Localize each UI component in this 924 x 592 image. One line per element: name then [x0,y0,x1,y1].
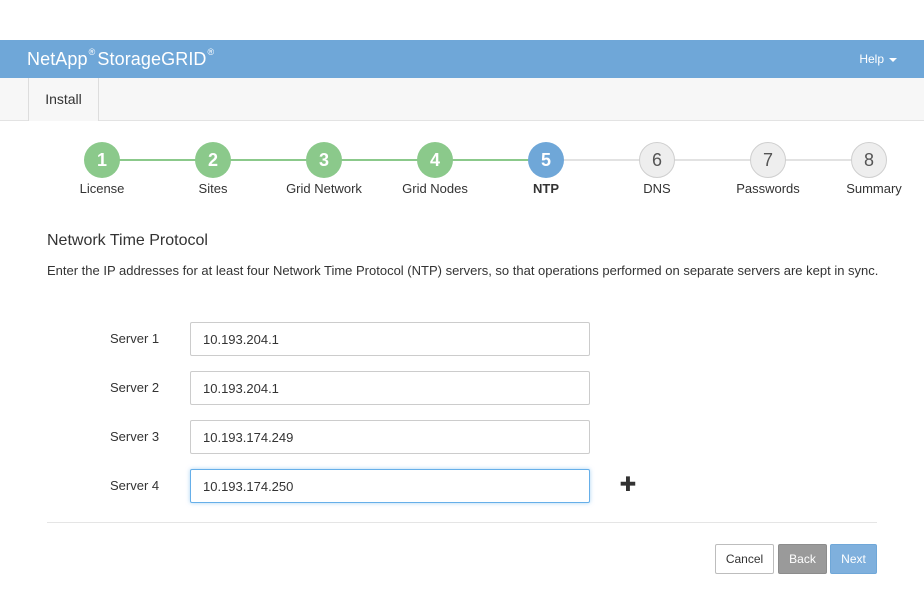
step-number: 6 [639,142,675,178]
section-description: Enter the IP addresses for at least four… [47,263,879,278]
step-number: 4 [417,142,453,178]
back-button[interactable]: Back [778,544,827,574]
next-button[interactable]: Next [830,544,877,574]
wizard-stepper: 1 License 2 Sites 3 Grid Network 4 Grid … [0,140,924,200]
server-1-input[interactable] [190,322,590,356]
server-row: Server 2 [0,371,924,405]
step-number: 1 [84,142,120,178]
step-number: 2 [195,142,231,178]
help-menu[interactable]: Help [859,52,897,66]
step-label: NTP [533,181,559,196]
brand-storagegrid: StorageGRID [97,49,207,69]
server-label: Server 1 [110,331,160,346]
tab-install[interactable]: Install [28,78,99,121]
step-number: 3 [306,142,342,178]
step-number: 7 [750,142,786,178]
cancel-button[interactable]: Cancel [715,544,774,574]
step-label: Sites [198,181,228,196]
server-2-input[interactable] [190,371,590,405]
server-row: Server 3 [0,420,924,454]
step-label: Grid Network [286,181,362,196]
section-title: Network Time Protocol [47,232,208,249]
step-label: DNS [643,181,671,196]
step-number: 8 [851,142,887,178]
server-label: Server 4 [110,478,160,493]
server-label: Server 2 [110,380,160,395]
step-license: 1 License [52,142,152,196]
brand-registered-mark: ® [88,47,96,57]
tab-bar: Install [0,78,924,121]
divider [47,522,877,523]
app-header: NetApp®StorageGRID® Help [0,40,924,78]
server-3-input[interactable] [190,420,590,454]
server-4-input[interactable] [190,469,590,503]
step-passwords: 7 Passwords [718,142,818,196]
step-dns: 6 DNS [607,142,707,196]
brand-registered-mark-2: ® [207,47,215,57]
step-label: Summary [846,181,902,196]
step-summary: 8 Summary [819,142,919,196]
step-grid-network: 3 Grid Network [274,142,374,196]
help-label: Help [859,52,884,66]
step-sites: 2 Sites [163,142,263,196]
step-label: License [79,181,125,196]
plus-icon[interactable]: ✚ [619,474,637,496]
brand-logo: NetApp®StorageGRID® [27,47,216,70]
step-label: Grid Nodes [402,181,468,196]
caret-down-icon [889,57,897,62]
progress-line-remaining [546,159,879,161]
brand-netapp: NetApp [27,49,88,69]
server-row: Server 4 ✚ [0,469,924,503]
server-label: Server 3 [110,429,160,444]
step-label: Passwords [736,181,800,196]
step-number: 5 [528,142,564,178]
step-grid-nodes: 4 Grid Nodes [385,142,485,196]
step-ntp: 5 NTP [496,142,596,196]
server-row: Server 1 [0,322,924,356]
